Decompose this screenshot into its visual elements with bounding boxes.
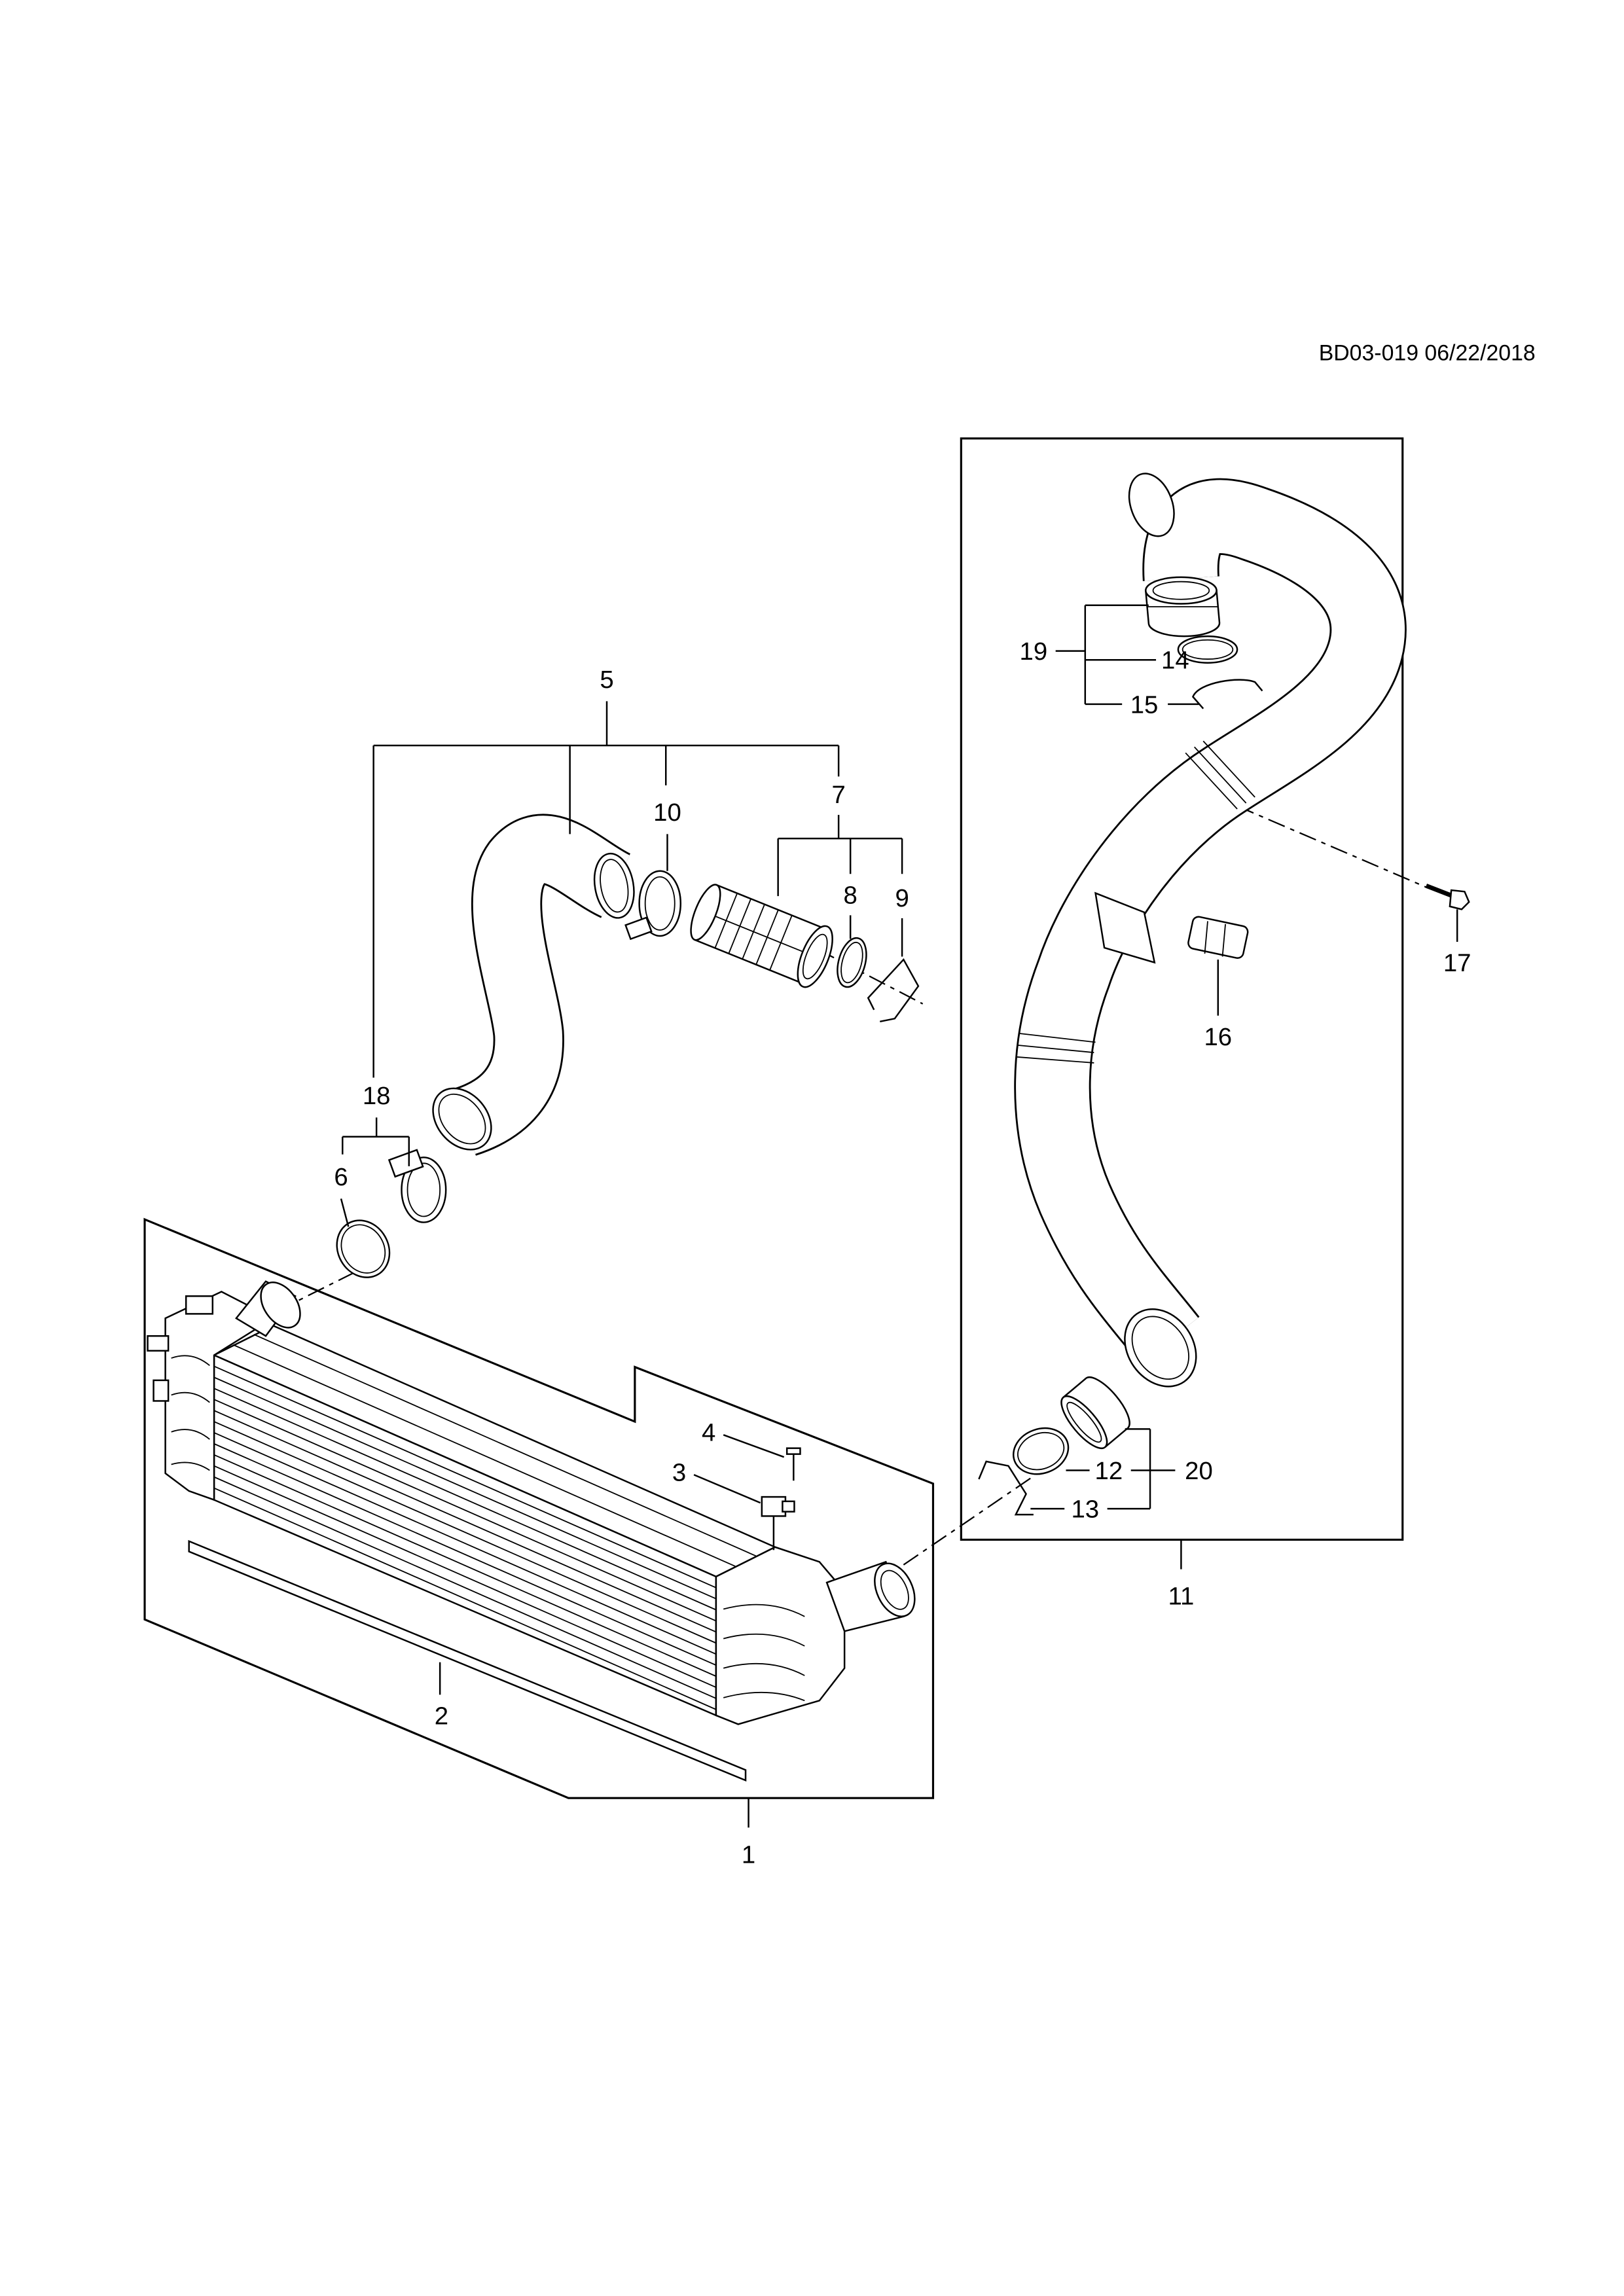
callout-17: 17 — [1443, 949, 1471, 977]
clip-part-9 — [867, 958, 920, 1023]
clip-part-15 — [1192, 679, 1263, 709]
leader-4 — [723, 1434, 785, 1458]
callout-9: 9 — [895, 884, 909, 912]
callout-18: 18 — [363, 1082, 391, 1110]
leader-18 — [342, 1117, 410, 1166]
clamp-part-10 — [624, 870, 682, 941]
collar-part-19 — [1144, 576, 1221, 637]
callout-labels: 1 2 3 4 5 6 7 8 9 10 11 12 13 14 15 16 1… — [334, 637, 1471, 1869]
intercooler-right-tank — [715, 1546, 846, 1725]
screw-part-4 — [785, 1447, 801, 1481]
leader-20 — [1107, 1428, 1176, 1510]
callout-2: 2 — [435, 1702, 448, 1730]
alignment-lines — [295, 805, 1427, 1566]
diagram-canvas: BD03-019 06/22/2018 — [143, 340, 1536, 1869]
callout-6: 6 — [334, 1163, 348, 1191]
core-fins — [213, 1365, 717, 1710]
leader-lines — [340, 604, 1458, 1828]
callout-8: 8 — [844, 881, 857, 909]
connector-part-7 — [690, 884, 833, 988]
o-ring-part-6 — [336, 1219, 391, 1278]
document-reference: BD03-019 06/22/2018 — [1319, 340, 1536, 365]
callout-4: 4 — [702, 1418, 715, 1446]
callout-20: 20 — [1185, 1457, 1213, 1485]
callout-19: 19 — [1020, 637, 1048, 666]
assembly-box-1 — [143, 1217, 935, 1799]
sensor-part-3 — [761, 1496, 795, 1551]
callout-1: 1 — [742, 1840, 755, 1869]
o-ring-part-14 — [1177, 635, 1238, 664]
leader-5 — [372, 701, 840, 1078]
hose-part-5 — [432, 814, 635, 1156]
intercooler-left-tank — [164, 1291, 275, 1501]
hose-elbow-cap — [1128, 473, 1175, 537]
hose-bracket — [1094, 891, 1156, 964]
seal-strip-part-2 — [188, 1539, 747, 1782]
callout-12: 12 — [1095, 1457, 1123, 1485]
collar-part-20 — [1060, 1376, 1130, 1449]
leader-19 — [1055, 604, 1157, 706]
clamp-part-18 — [388, 1149, 447, 1223]
callout-15: 15 — [1130, 691, 1159, 719]
hose-corrugation-upper — [1185, 740, 1255, 810]
callout-13: 13 — [1071, 1496, 1099, 1524]
callout-11: 11 — [1168, 1583, 1195, 1611]
callout-14: 14 — [1161, 647, 1189, 675]
intercooler — [147, 1280, 916, 1725]
hose-corrugation-lower — [1017, 1032, 1096, 1064]
callout-5: 5 — [600, 666, 613, 694]
callout-16: 16 — [1204, 1023, 1232, 1051]
clip-part-13 — [978, 1460, 1034, 1516]
callout-10: 10 — [653, 798, 681, 827]
leader-6 — [340, 1198, 350, 1227]
callout-7: 7 — [831, 781, 845, 809]
leader-7 — [777, 815, 903, 897]
o-ring-part-8 — [837, 937, 867, 988]
clamp-part-16 — [1187, 916, 1249, 959]
callout-3: 3 — [672, 1458, 686, 1486]
leader-3 — [693, 1474, 761, 1504]
hose-part-11 — [1014, 473, 1407, 1388]
bolt-part-17 — [1425, 884, 1470, 910]
o-ring-part-12 — [1012, 1427, 1070, 1475]
